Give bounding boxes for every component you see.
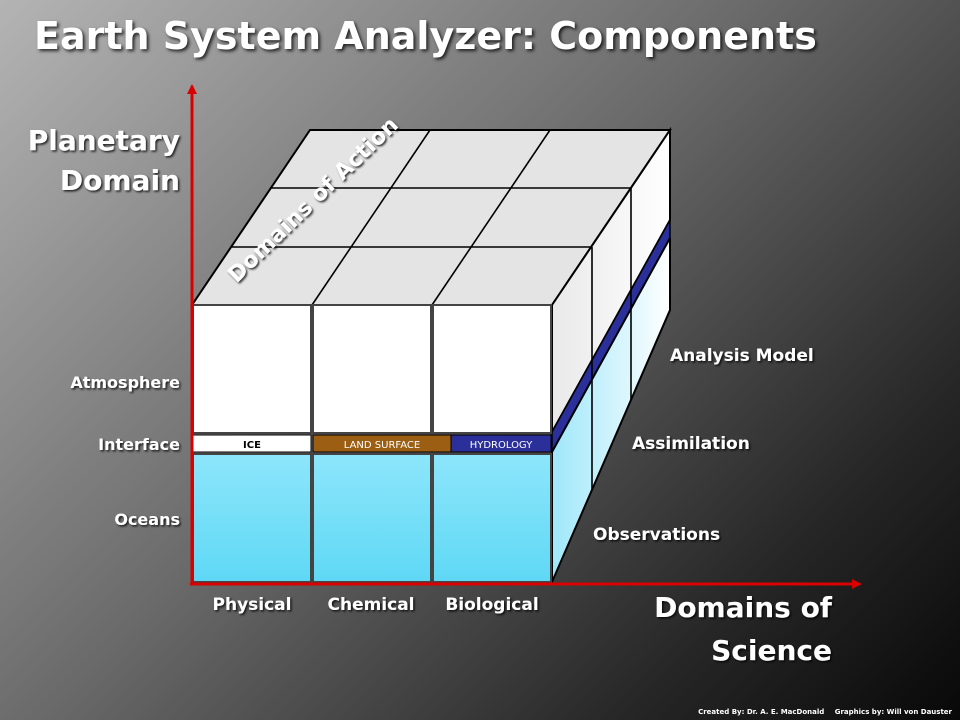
band-label-land-surface: LAND SURFACE bbox=[344, 440, 420, 451]
action-label-observations: Observations bbox=[593, 525, 720, 545]
vertical-axis-title-line2: Domain bbox=[60, 164, 180, 197]
cell-atmosphere-chemical bbox=[312, 304, 432, 434]
science-label-physical: Physical bbox=[213, 595, 292, 615]
level-label-atmosphere: Atmosphere bbox=[70, 373, 180, 392]
cell-atmosphere-biological bbox=[432, 304, 552, 434]
credits: Created By: Dr. A. E. MacDonald Graphics… bbox=[698, 708, 952, 716]
credit-graphics-by: Graphics by: Will von Dauster bbox=[834, 708, 952, 716]
science-label-biological: Biological bbox=[445, 595, 538, 615]
science-label-chemical: Chemical bbox=[327, 595, 414, 615]
action-label-assimilation: Assimilation bbox=[632, 434, 750, 454]
cell-oceans-biological bbox=[432, 453, 552, 583]
level-label-oceans: Oceans bbox=[114, 510, 180, 529]
side-face-grid bbox=[591, 188, 632, 490]
top-face-grid bbox=[232, 129, 631, 306]
band-hydrology bbox=[450, 434, 552, 453]
front-face: ICE LAND SURFACE HYDROLOGY bbox=[192, 304, 552, 583]
band-label-hydrology: HYDROLOGY bbox=[470, 440, 533, 451]
level-label-interface: Interface bbox=[98, 435, 180, 454]
action-label-analysis-model: Analysis Model bbox=[670, 346, 814, 366]
cell-oceans-physical bbox=[192, 453, 312, 583]
vertical-axis-title-line1: Planetary bbox=[28, 124, 180, 157]
horizontal-axis-title-line1: Domains of bbox=[654, 591, 833, 624]
slide-title: Earth System Analyzer: Components bbox=[34, 14, 817, 58]
cell-atmosphere-physical bbox=[192, 304, 312, 434]
band-label-ice: ICE bbox=[243, 440, 261, 451]
credit-created-by: Created By: Dr. A. E. MacDonald bbox=[698, 708, 825, 716]
horizontal-axis-title-line2: Science bbox=[711, 634, 832, 667]
cell-oceans-chemical bbox=[312, 453, 432, 583]
